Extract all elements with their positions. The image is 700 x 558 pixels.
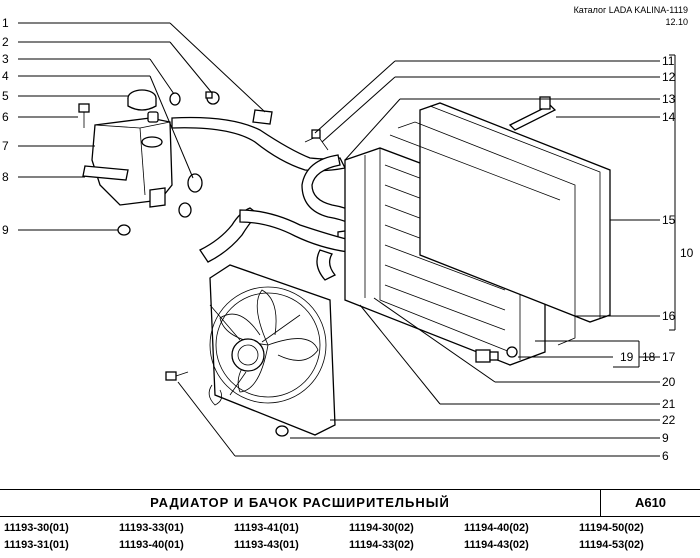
label-plate-small bbox=[252, 109, 273, 125]
callout-6: 6 bbox=[2, 110, 9, 124]
fan-wire bbox=[208, 384, 223, 406]
variant-row-2: 11193-31(01) 11193-40(01) 11193-43(01) 1… bbox=[4, 539, 700, 556]
callout-8: 8 bbox=[2, 170, 9, 184]
nut-tank bbox=[178, 202, 192, 218]
bolt-6 bbox=[78, 103, 90, 128]
variant-item: 11193-40(01) bbox=[119, 539, 184, 551]
callout-7: 7 bbox=[2, 139, 9, 153]
sensor-plug bbox=[311, 129, 321, 139]
callout-1: 1 bbox=[2, 16, 9, 30]
callout-6-right: 6 bbox=[662, 449, 669, 463]
callout-12: 12 bbox=[662, 70, 676, 84]
callout-17: 17 bbox=[662, 350, 676, 364]
hose-small bbox=[316, 249, 337, 281]
variant-item: 11193-30(01) bbox=[4, 522, 69, 534]
variant-item: 11193-33(01) bbox=[119, 522, 184, 534]
variant-item: 11193-31(01) bbox=[4, 539, 69, 551]
nut-fan bbox=[275, 425, 289, 437]
callout-16: 16 bbox=[662, 309, 676, 323]
expansion-tank bbox=[91, 111, 173, 208]
bracket-14 bbox=[508, 104, 557, 131]
nut-9 bbox=[117, 224, 131, 236]
clip-14 bbox=[539, 96, 551, 110]
page-title: РАДИАТОР И БАЧОК РАСШИРИТЕЛЬНЫЙ bbox=[150, 495, 450, 510]
callout-21: 21 bbox=[662, 397, 676, 411]
variant-item: 11194-30(02) bbox=[349, 522, 414, 534]
drain-plug bbox=[475, 349, 499, 363]
callout-9-right: 9 bbox=[662, 431, 669, 445]
callout-9-left: 9 bbox=[2, 223, 9, 237]
callout-5: 5 bbox=[2, 89, 9, 103]
callout-18: 18 bbox=[642, 350, 656, 364]
variant-item: 11194-33(02) bbox=[349, 539, 414, 551]
variant-item: 11193-43(01) bbox=[234, 539, 299, 551]
callout-13: 13 bbox=[662, 92, 676, 106]
callout-22: 22 bbox=[662, 413, 676, 427]
callout-15: 15 bbox=[662, 213, 676, 227]
callout-10: 10 bbox=[680, 246, 694, 260]
label-plate bbox=[82, 165, 129, 181]
clamp-2 bbox=[205, 91, 220, 105]
callout-4: 4 bbox=[2, 69, 9, 83]
fan-shroud bbox=[209, 264, 336, 436]
seal-ring-18 bbox=[506, 346, 518, 358]
callout-20: 20 bbox=[662, 375, 676, 389]
callout-14: 14 bbox=[662, 110, 676, 124]
radiator-frame bbox=[389, 102, 611, 346]
variant-item: 11194-40(02) bbox=[464, 522, 529, 534]
variant-item: 11193-41(01) bbox=[234, 522, 299, 534]
callout-2: 2 bbox=[2, 35, 9, 49]
clamp-3 bbox=[169, 92, 181, 106]
clamp-tank bbox=[187, 173, 203, 193]
callout-11: 11 bbox=[662, 54, 675, 68]
variant-item: 11194-53(02) bbox=[579, 539, 644, 551]
variant-item: 11194-43(02) bbox=[464, 539, 529, 551]
fan-motor bbox=[209, 304, 301, 396]
bolt-fan bbox=[165, 371, 189, 381]
model-variants: 11193-30(01) 11193-33(01) 11193-41(01) 1… bbox=[0, 520, 700, 558]
variant-item: 11194-50(02) bbox=[579, 522, 644, 534]
page-code: 12.10 bbox=[665, 17, 688, 27]
leader-lines bbox=[18, 22, 676, 457]
variant-row-1: 11193-30(01) 11193-33(01) 11193-41(01) 1… bbox=[4, 522, 700, 539]
callout-3: 3 bbox=[2, 52, 9, 66]
code-cell: А610 bbox=[600, 490, 700, 516]
title-bar: РАДИАТОР И БАЧОК РАСШИРИТЕЛЬНЫЙ А610 bbox=[0, 489, 700, 517]
catalog-header: Каталог LADA KALINA-1119 bbox=[573, 5, 688, 15]
callout-19: 19 bbox=[620, 350, 634, 364]
tank-cap bbox=[127, 89, 157, 111]
parts-diagram: 1 2 3 4 5 6 7 8 9 11 12 13 14 15 16 17 1… bbox=[2, 16, 694, 463]
section-code: А610 bbox=[634, 495, 667, 510]
